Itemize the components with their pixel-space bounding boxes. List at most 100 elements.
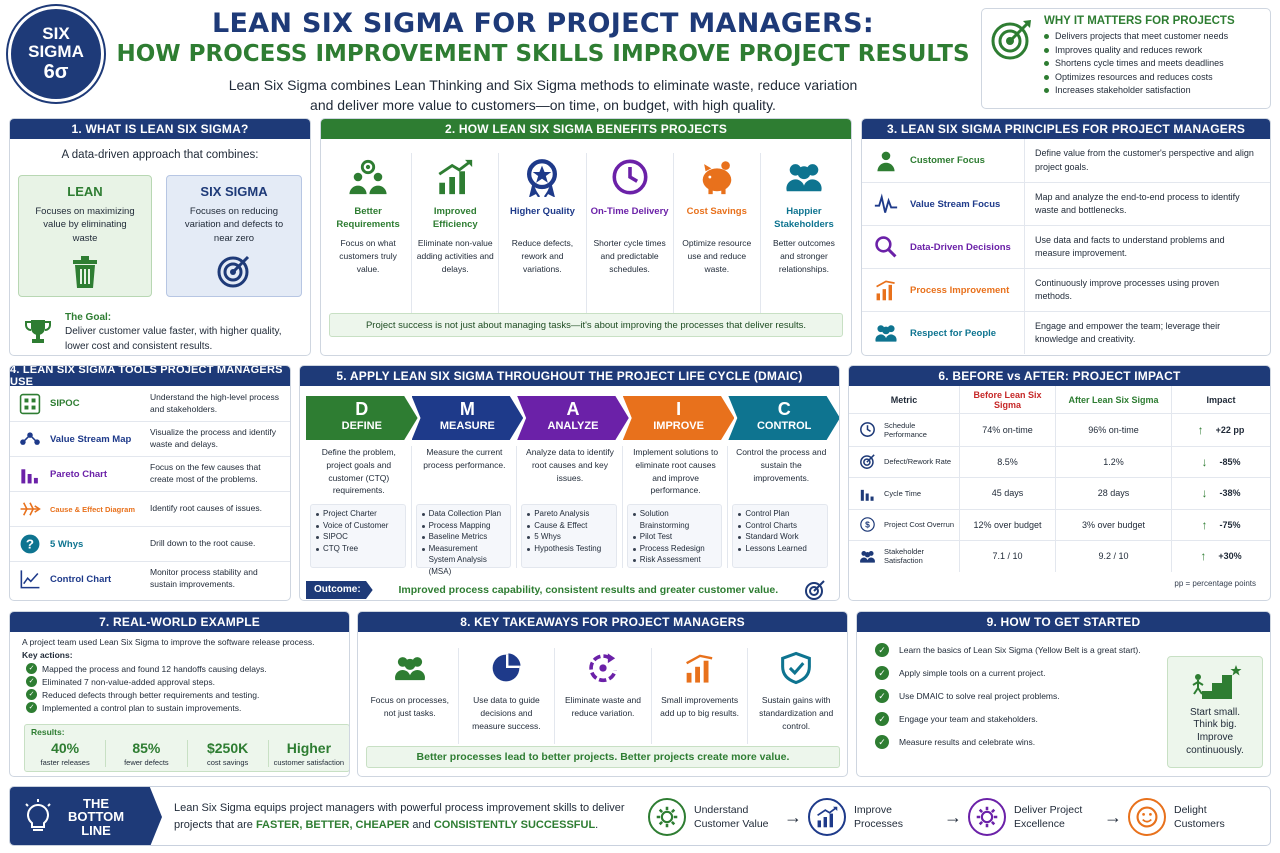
why-item: Improves quality and reduces rework [1044,44,1262,58]
section-takeaways: 8. KEY TAKEAWAYS FOR PROJECT MANAGERS Fo… [357,611,848,777]
result-label: cost savings [206,757,249,767]
target-icon [859,453,876,470]
goal-text: Deliver customer value faster, with high… [65,326,282,352]
impact-before: 45 days [959,478,1055,509]
phase-tool-item: Cause & Effect [526,520,612,532]
phase-letter: A [566,399,580,419]
section-intro: A data-driven approach that combines: [61,149,259,161]
why-item-text: Shortens cycle times and meets deadlines [1055,58,1224,68]
principle-text: Map and analyze the end-to-end process t… [1024,183,1270,225]
result-value: Higher [286,739,332,756]
tool-name: Value Stream Map [50,433,132,445]
bottom-highlight: CONSISTENTLY SUCCESSFUL [433,818,596,831]
bullet-icon [1044,74,1049,80]
action-text: Eliminated 7 non-value-added approval st… [42,676,215,687]
check-icon: ✓ [875,688,889,703]
outcome-text: Improved process capability, consistent … [398,584,779,596]
logo-text: SIX [42,23,70,43]
impact-column-header: Metric [890,394,918,405]
bottom-step-line: Improve [854,803,892,816]
impact-before: 12% over budget [959,509,1055,540]
phase-tool-item: SIPOC [315,531,401,543]
section-title: 3. LEAN SIX SIGMA PRINCIPLES FOR PROJECT… [862,119,1270,139]
control-chart-icon [10,568,50,590]
arrow-up-icon: ↑ [1197,422,1204,437]
customer-icon [862,149,910,173]
action-text: Reduced defects through better requireme… [42,689,260,700]
impact-value-cell: ↑ +22 pp [1171,414,1270,446]
principle-name: Data-Driven Decisions [910,241,1011,253]
benefit-title: Better Requirements [336,206,400,231]
sigma-title: SIX SIGMA [200,184,268,199]
tool-name: Cause & Effect Diagram [50,504,136,514]
impact-metric: Project Cost Overrun [884,520,955,530]
impact-value: +22 pp [1215,424,1245,435]
takeaway-item: Small improvements add up to big results… [650,648,748,744]
title-line-2: HOW PROCESS IMPROVEMENT SKILLS IMPROVE P… [116,41,970,67]
impact-metric-cell: $Project Cost Overrun [849,516,959,533]
action-item: ✓Mapped the process and found 12 handoff… [26,662,337,675]
subtitle-line: Lean Six Sigma combines Lean Thinking an… [228,77,858,93]
impact-metric: Stakeholder Satisfaction [884,547,925,566]
phase-text: Define the problem, project goals and cu… [321,447,396,496]
principle-row: Respect for People Engage and empower the… [862,311,1270,354]
efficiency-icon [416,153,494,201]
phase-letter: M [459,399,475,419]
check-icon: ✓ [875,642,889,657]
benefit-text: Shorter cycle times and predictable sche… [593,238,666,275]
actions-list: ✓Mapped the process and found 12 handoff… [22,662,337,714]
phase-text: Implement solutions to eliminate root ca… [633,447,719,496]
section-dmaic: 5. APPLY LEAN SIX SIGMA THROUGHOUT THE P… [299,365,840,601]
impact-metric: Schedule Performance [884,420,927,439]
bullet-icon [316,547,319,551]
improve-chart-icon [808,798,846,836]
lean-card: LEAN Focuses on maximizing value by elim… [18,175,152,297]
phase-tool-item: Lessons Learned [737,543,823,555]
impact-after: 3% over budget [1055,509,1171,540]
outcome-label: Outcome: [306,581,373,599]
result-value: 85% [132,739,161,756]
piggy-bank-icon [678,153,756,201]
bullet-icon [421,524,425,528]
started-list: ✓Learn the basics of Lean Six Sigma (Yel… [857,632,1270,753]
bullet-icon [527,513,531,516]
example-intro: A project team used Lean Six Sigma to im… [22,637,315,647]
principle-name: Respect for People [910,327,997,339]
benefit-text: Better outcomes and stronger relationshi… [773,238,835,275]
bullet-icon [632,513,636,516]
section-example: 7. REAL-WORLD EXAMPLE A project team use… [9,611,350,777]
impact-column-header: After Lean Six Sigma [1055,386,1171,413]
result-value: 40% [51,739,80,756]
bottom-step-line: Deliver Project [1014,803,1083,816]
phase-letter: D [355,399,369,419]
actions-label: Key actions: [22,650,73,660]
stakeholders-icon [765,153,843,201]
value-stream-map-icon [10,428,50,450]
action-text: Implemented a control plan to sustain im… [42,702,242,713]
takeaway-text: Small improvements add up to big results… [660,695,740,719]
arrow-right-icon: → [944,806,962,827]
bottom-label-text: BOTTOM [68,809,125,825]
phase-name: MEASURE [439,420,495,432]
six-sigma-card: SIX SIGMA Focuses on reducing variation … [166,175,302,297]
phase-tool-item: Baseline Metrics [421,531,507,543]
impact-after: 1.2% [1055,446,1171,477]
phase-name: IMPROVE [653,420,704,432]
principle-text: Engage and empower the team; leverage th… [1024,312,1270,354]
